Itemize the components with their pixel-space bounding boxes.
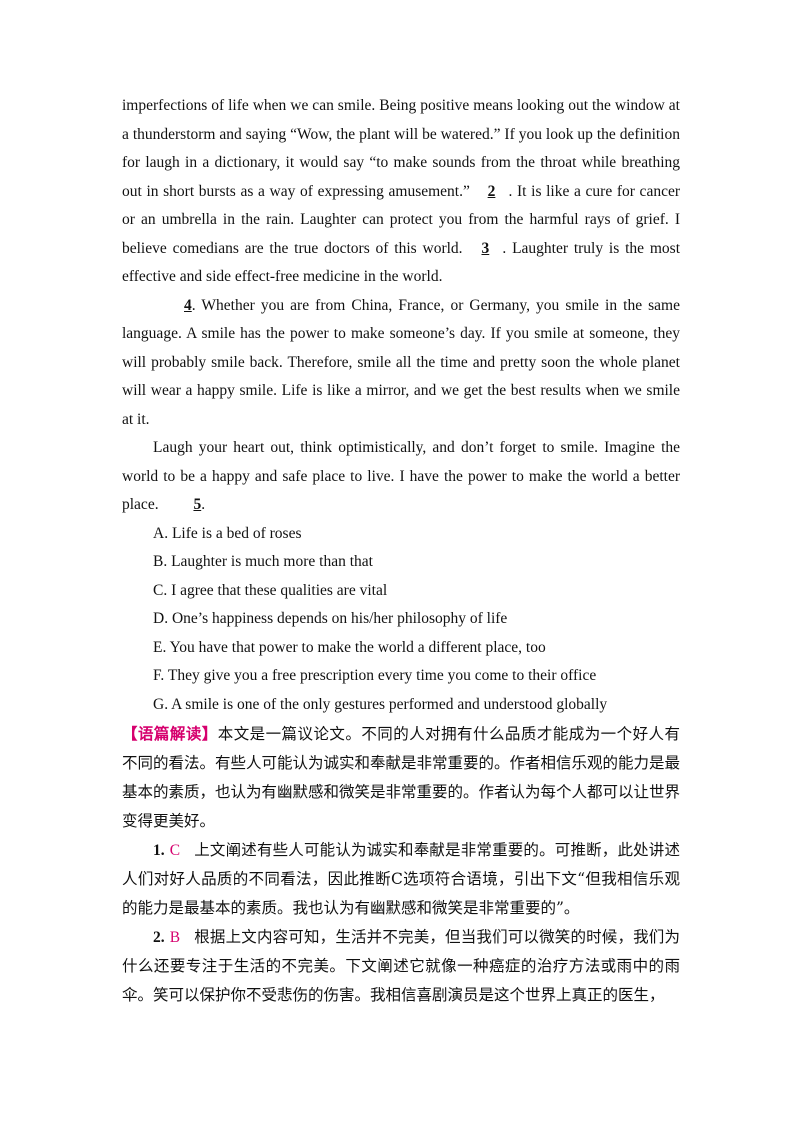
passage-paragraph-2: 4. Whether you are from China, France, o… — [122, 292, 680, 435]
option-f: F. They give you a free prescription eve… — [153, 667, 597, 684]
answer-explanation: 上文阐述有些人可能认为诚实和奉献是非常重要的。可推断，此处讲述人们对好人品质的不… — [122, 841, 680, 917]
blank-4: 4 — [184, 296, 192, 314]
passage-text: . — [201, 496, 206, 513]
analysis-text: 本文是一篇议论文。不同的人对拥有什么品质才能成为一个好人有不同的看法。有些人可能… — [122, 725, 681, 830]
passage-text: Laugh your heart out, think optimistical… — [122, 439, 680, 513]
answer-letter: C — [169, 842, 181, 859]
option-a: A. Life is a bed of roses — [153, 524, 302, 542]
answer-number: 2. — [153, 929, 165, 946]
answer-number: 1. — [153, 842, 165, 859]
answer-letter: B — [169, 929, 181, 946]
passage-text: . Laughter truly is the most effective a… — [122, 239, 681, 286]
blank-3: 3 — [481, 239, 490, 257]
option-g: G. A smile is one of the only gestures p… — [153, 695, 608, 713]
option-d: D. One’s happiness depends on his/her ph… — [153, 610, 508, 627]
blank-2: 2 — [487, 182, 496, 200]
passage-paragraph-1: imperfections of life when we can smile.… — [122, 92, 680, 292]
document-page: imperfections of life when we can smile.… — [122, 92, 680, 1010]
answer-explanation: 根据上文内容可知，生活并不完美，但当我们可以微笑的时候，我们为什么还要专注于生活… — [122, 928, 680, 1004]
blank-5: 5 — [193, 496, 202, 513]
option-e: E. You have that power to make the world… — [153, 638, 546, 656]
options-list: A. Life is a bed of roses B. Laughter is… — [122, 520, 680, 720]
analysis-tag: 【语篇解读】 — [122, 724, 218, 743]
option-c: C. I agree that these qualities are vita… — [153, 581, 388, 599]
passage-text: . Whether you are from China, France, or… — [122, 296, 680, 428]
passage-text: imperfections of life when we can smile.… — [122, 97, 680, 200]
analysis-paragraph: 【语篇解读】本文是一篇议论文。不同的人对拥有什么品质才能成为一个好人有不同的看法… — [122, 719, 680, 836]
passage-text: . It is like a cure for cancer or an umb… — [122, 182, 680, 257]
passage-paragraph-3: Laugh your heart out, think optimistical… — [122, 434, 680, 520]
option-b: B. Laughter is much more than that — [153, 553, 373, 570]
